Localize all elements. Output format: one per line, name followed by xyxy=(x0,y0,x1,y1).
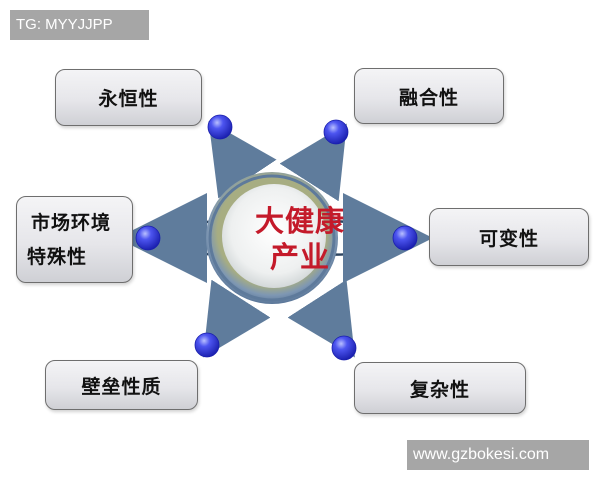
sphere-right xyxy=(392,225,418,251)
sphere-left xyxy=(135,225,161,251)
node-right: 可变性 xyxy=(429,208,589,266)
node-label: 复杂性 xyxy=(409,378,470,401)
center-hub xyxy=(206,172,338,304)
node-label: 壁垒性质 xyxy=(81,375,162,398)
node-label: 可变性 xyxy=(478,227,539,250)
node-label-line1: 市场环境 xyxy=(31,211,112,234)
center-title-line1: 大健康 xyxy=(254,204,345,238)
arrow-bottom-right xyxy=(287,279,355,358)
node-label: 融合性 xyxy=(398,86,459,109)
node-left: 市场环境 特殊性 xyxy=(16,196,133,283)
node-bottom-left: 壁垒性质 xyxy=(45,360,198,410)
watermark-bottom: www.gzbokesi.com xyxy=(407,440,589,470)
sphere-bottom-right xyxy=(331,335,357,361)
center-title: 大健康 产业 xyxy=(230,203,370,275)
node-label: 永恒性 xyxy=(98,88,159,110)
center-title-line2: 产业 xyxy=(269,240,330,274)
node-top-left: 永恒性 xyxy=(55,69,202,126)
node-top-right: 融合性 xyxy=(354,68,504,124)
arrow-top-right xyxy=(279,123,347,202)
arrow-bottom-left xyxy=(203,279,271,358)
node-bottom-right: 复杂性 xyxy=(354,362,526,414)
node-label-line2: 特殊性 xyxy=(27,245,88,268)
sphere-top-right xyxy=(323,119,349,145)
arrow-top-left xyxy=(208,120,277,199)
sphere-top-left xyxy=(207,114,233,140)
sphere-bottom-left xyxy=(194,332,220,358)
watermark-top: TG: MYYJJPP xyxy=(10,10,149,40)
